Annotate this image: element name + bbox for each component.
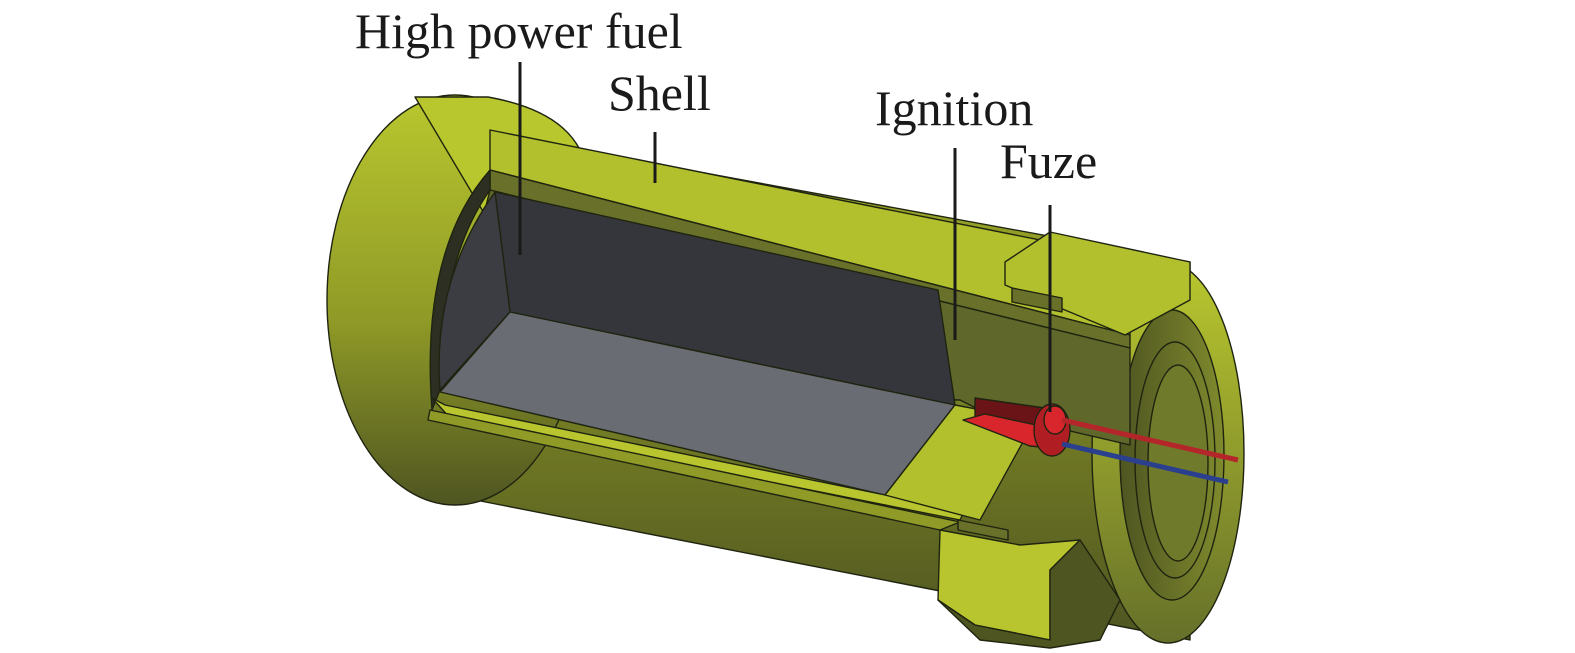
label-high-power-fuel: High power fuel (355, 3, 683, 59)
label-shell: Shell (608, 65, 711, 121)
label-ignition: Ignition (875, 80, 1033, 136)
fuze-wire-red (1061, 417, 1239, 463)
rear-collar-bore-inner (1147, 364, 1209, 562)
rear-collar-bottom-shade (937, 539, 1121, 649)
rear-collar-bottom-groove (957, 519, 1009, 541)
fuel-end-face (438, 191, 511, 391)
label-fuze: Fuze (1000, 133, 1097, 189)
fuze-wire-blue (1061, 441, 1229, 485)
